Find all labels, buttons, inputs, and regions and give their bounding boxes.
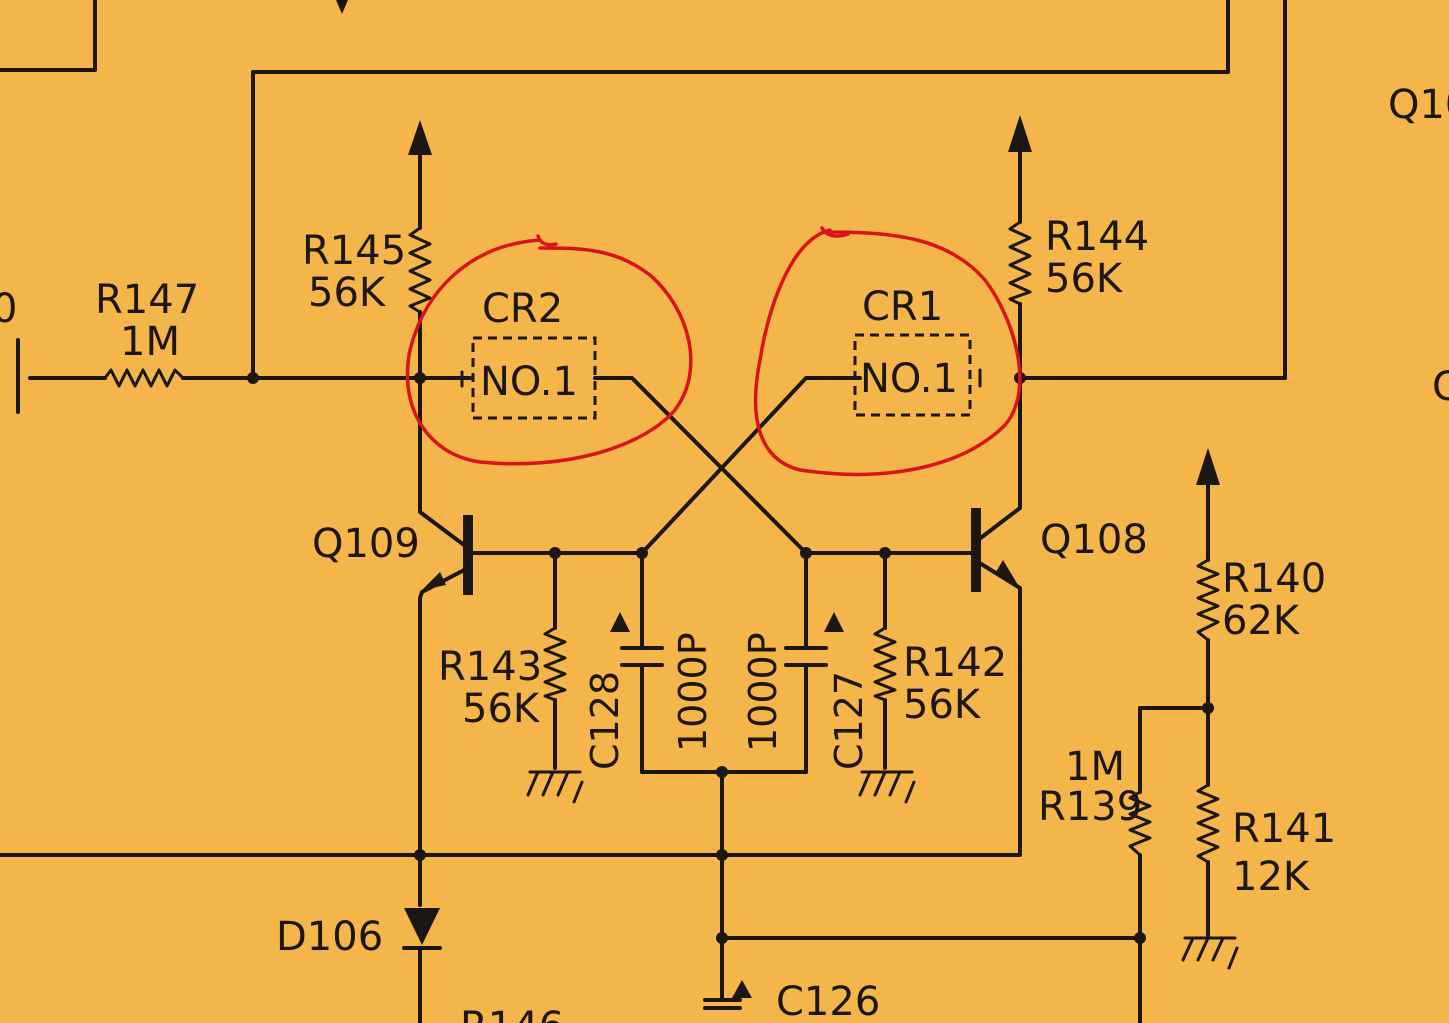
c128-value-label: 1000P <box>671 632 715 752</box>
r143-value-label: 56K <box>462 686 541 732</box>
r139-ref-label: R139 <box>1038 784 1142 830</box>
r141-ref-label: R141 <box>1232 806 1336 852</box>
cr1-value-label: NO.1 <box>860 356 958 402</box>
cr2-ref-label: CR2 <box>482 286 563 332</box>
cr2-module <box>460 336 597 420</box>
edge-label-right-mid: C <box>1432 364 1449 410</box>
transistor-q108 <box>971 508 1018 592</box>
ground-symbols <box>526 770 1239 970</box>
r142-value-label: 56K <box>903 682 982 728</box>
diode-d106 <box>402 908 442 950</box>
annotation-circle-cr1 <box>753 226 1022 477</box>
r145-ref-label: R145 <box>302 228 406 274</box>
resistor-r145 <box>408 226 432 314</box>
r147-ref-label: R147 <box>95 277 199 323</box>
resistor-r141 <box>1196 783 1220 864</box>
r147-value-label: 1M <box>120 319 180 365</box>
r141-value-label: 12K <box>1232 854 1311 900</box>
capacitor-c128 <box>610 612 664 667</box>
resistor-r139 <box>1128 790 1152 857</box>
resistor-r143 <box>543 626 567 702</box>
cr2-value-label: NO.1 <box>480 359 578 405</box>
r142-ref-label: R142 <box>903 640 1007 686</box>
r144-ref-label: R144 <box>1045 214 1149 260</box>
annotation-circle-cr2 <box>405 234 693 466</box>
c127-value-label: 1000P <box>741 632 785 752</box>
edge-label-right-top: Q10 <box>1388 82 1449 128</box>
cr1-ref-label: CR1 <box>862 284 943 330</box>
r140-ref-label: R140 <box>1222 556 1326 602</box>
transistor-q109 <box>422 515 473 595</box>
resistor-r144 <box>1008 220 1032 306</box>
d106-ref-label: D106 <box>276 914 383 960</box>
labels: R147 1M R145 56K R144 56K CR2 NO.1 CR1 N… <box>0 82 1449 1023</box>
resistor-r147 <box>103 368 185 388</box>
c127-ref-label: C127 <box>827 671 871 770</box>
junctions <box>247 372 1214 944</box>
q108-ref-label: Q108 <box>1040 517 1148 563</box>
c126-ref-label: C126 <box>776 979 880 1023</box>
cr1-module <box>853 333 982 417</box>
edge-label-bottom-left: R146 <box>460 1004 564 1023</box>
wires <box>0 0 1287 1023</box>
r139-value-label: 1M <box>1065 744 1125 790</box>
edge-label-left-mid: 0 <box>0 286 17 332</box>
resistor-r140 <box>1196 558 1220 642</box>
supply-arrows <box>336 0 1220 485</box>
r145-value-label: 56K <box>308 270 387 316</box>
c128-ref-label: C128 <box>583 671 627 770</box>
capacitor-c127 <box>784 612 844 667</box>
capacitor-c126 <box>703 980 752 1010</box>
r143-ref-label: R143 <box>438 644 542 690</box>
resistor-r142 <box>873 626 897 702</box>
q109-ref-label: Q109 <box>312 521 420 567</box>
r144-value-label: 56K <box>1045 256 1124 302</box>
r140-value-label: 62K <box>1222 598 1301 644</box>
